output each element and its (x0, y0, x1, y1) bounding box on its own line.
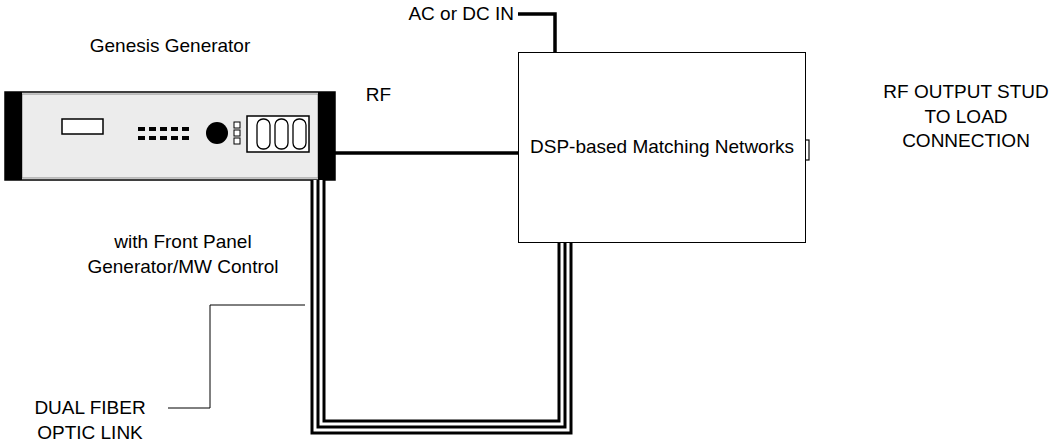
rf-cable (335, 153, 518, 154)
link-label: DUAL FIBER OPTIC LINK (12, 396, 168, 443)
output-label: RF OUTPUT STUD TO LOAD CONNECTION (878, 80, 1054, 154)
connector-stroke (335, 151, 518, 155)
power-wire (518, 14, 555, 52)
power-input-label: AC or DC IN (378, 2, 514, 27)
generator-unit: Genesis Generatorwith Front Panel Genera… (5, 92, 335, 180)
process-box: DSP-based Matching Networks (518, 52, 806, 243)
signal-label: RF (364, 83, 393, 108)
generator-illustration (5, 92, 335, 180)
node-label: DSP-based Matching Networks (530, 135, 794, 160)
node-heading: Genesis Generator (5, 34, 335, 59)
node-caption: with Front Panel Generator/MW Control (77, 230, 289, 279)
leader-line (168, 305, 305, 408)
